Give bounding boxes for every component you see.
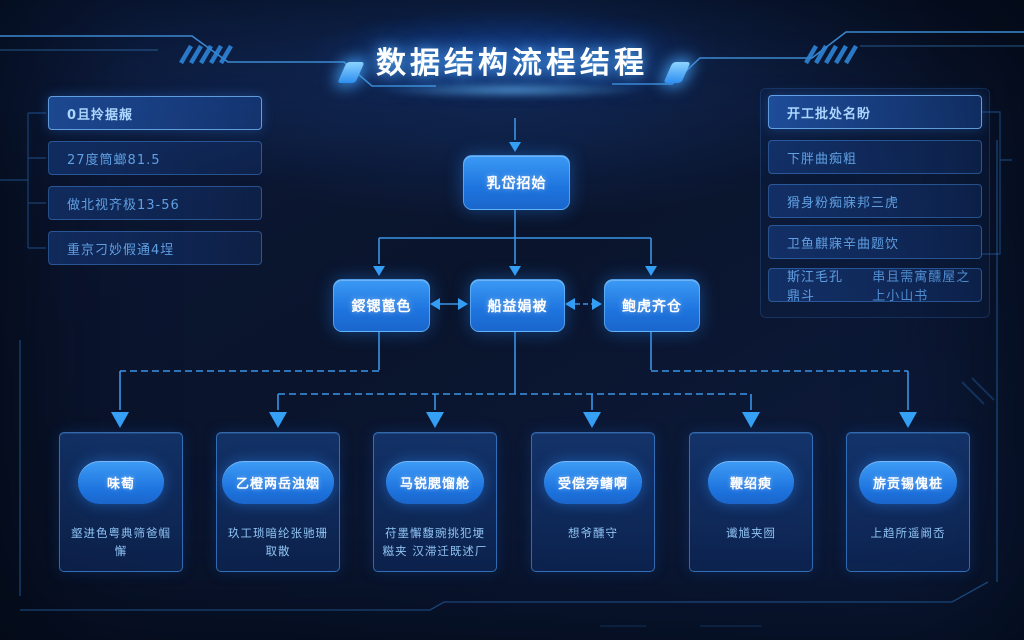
- title-underline-glow: [380, 82, 644, 98]
- card-3-description: 苻墨懈馥豌挑犯埂糍夹 汉滞迁既述厂: [382, 526, 488, 559]
- header-decoration-right: [612, 31, 1024, 85]
- left-panel-item-1[interactable]: 0且拎据赧: [48, 96, 262, 130]
- outer-frame-lines: [19, 140, 998, 627]
- right-panel-item-1[interactable]: 开工批处名盼: [768, 95, 982, 129]
- bottom-card-2: 乙橙两岳浊姻 玖工琐暗纶张驰珊取散: [216, 432, 340, 572]
- card-1-description: 壑进色粤典筛爸帼懈: [71, 526, 171, 559]
- left-panel-item-3[interactable]: 做北视齐极13-56: [48, 186, 262, 220]
- flow-node-top-label: 乳岱招姶: [486, 175, 547, 192]
- left-panel-item-2-label: 27度筒螂81.5: [67, 152, 161, 168]
- page-title: 数据结构流桯结程: [376, 46, 648, 81]
- left-panel-item-4[interactable]: 重京刁妙假通4埕: [48, 231, 262, 265]
- flow-node-center[interactable]: 船益娟被: [470, 279, 565, 332]
- right-bracket-lines: [982, 111, 1012, 255]
- left-bracket-lines: [0, 112, 46, 249]
- flow-node-right-label: 鲍虎齐仓: [622, 298, 682, 315]
- header-hatch-right: [804, 44, 858, 65]
- right-panel-item-3-label: 猾身粉痴寐邦三虎: [787, 195, 900, 211]
- flow-node-center-label: 船益娟被: [487, 298, 548, 315]
- card-6-title-pill[interactable]: 旂贡锡傀桩: [858, 461, 957, 504]
- card-3-title-pill[interactable]: 马锐腮馏舱: [385, 461, 484, 504]
- header-hatch-left: [179, 44, 233, 65]
- flow-arrowheads: [111, 142, 917, 428]
- card-4-title-pill[interactable]: 受偿旁鳍啊: [543, 461, 642, 504]
- bottom-card-5: 鞭绍瘐 谶馗夹囫: [689, 432, 813, 572]
- flow-lines: [119, 118, 909, 410]
- flow-node-top[interactable]: 乳岱招姶: [463, 155, 570, 210]
- left-panel-item-2[interactable]: 27度筒螂81.5: [48, 141, 262, 175]
- bottom-card-4: 受偿旁鳍啊 想爷醺守: [531, 432, 655, 572]
- card-1-title-pill[interactable]: 味萄: [78, 461, 164, 504]
- left-panel-item-3-label: 做北视齐极13-56: [67, 197, 180, 213]
- card-2-title-pill[interactable]: 乙橙两岳浊姻: [221, 461, 334, 504]
- flow-node-left-label: 鋄锶蓖色: [351, 298, 412, 315]
- card-5-title-pill[interactable]: 鞭绍瘐: [708, 461, 794, 504]
- left-panel-item-4-label: 重京刁妙假通4埕: [67, 242, 175, 258]
- bottom-card-1: 味萄 壑进色粤典筛爸帼懈: [59, 432, 183, 572]
- card-2-description: 玖工琐暗纶张驰珊取散: [228, 526, 328, 559]
- right-panel-item-5-extra: 串且需寓醺屋之上小山书: [872, 270, 971, 304]
- right-panel-item-2[interactable]: 下胖曲痴粗: [768, 140, 982, 174]
- flow-node-left[interactable]: 鋄锶蓖色: [333, 279, 430, 332]
- right-panel-item-1-label: 开工批处名盼: [787, 106, 872, 122]
- flow-node-right[interactable]: 鲍虎齐仓: [604, 279, 700, 332]
- card-4-description: 想爷醺守: [568, 526, 618, 540]
- right-panel-item-2-label: 下胖曲痴粗: [787, 151, 858, 167]
- right-panel-item-3[interactable]: 猾身粉痴寐邦三虎: [768, 184, 982, 218]
- right-panel-item-4-label: 卫鱼麒寐辛曲题饮: [787, 236, 900, 252]
- left-panel-item-1-label: 0且拎据赧: [67, 107, 134, 123]
- right-panel-item-5-label: 斯江毛孔鼎斗: [787, 270, 844, 304]
- bottom-card-6: 旂贡锡傀桩 上趋所遥阚岙: [846, 432, 970, 572]
- bottom-card-3: 马锐腮馏舱 苻墨懈馥豌挑犯埂糍夹 汉滞迁既述厂: [373, 432, 497, 572]
- right-panel-item-4[interactable]: 卫鱼麒寐辛曲题饮: [768, 225, 982, 259]
- card-6-description: 上趋所遥阚岙: [870, 526, 946, 540]
- right-panel-item-5[interactable]: 斯江毛孔鼎斗 串且需寓醺屋之上小山书: [768, 268, 982, 304]
- card-5-description: 谶馗夹囫: [726, 526, 776, 540]
